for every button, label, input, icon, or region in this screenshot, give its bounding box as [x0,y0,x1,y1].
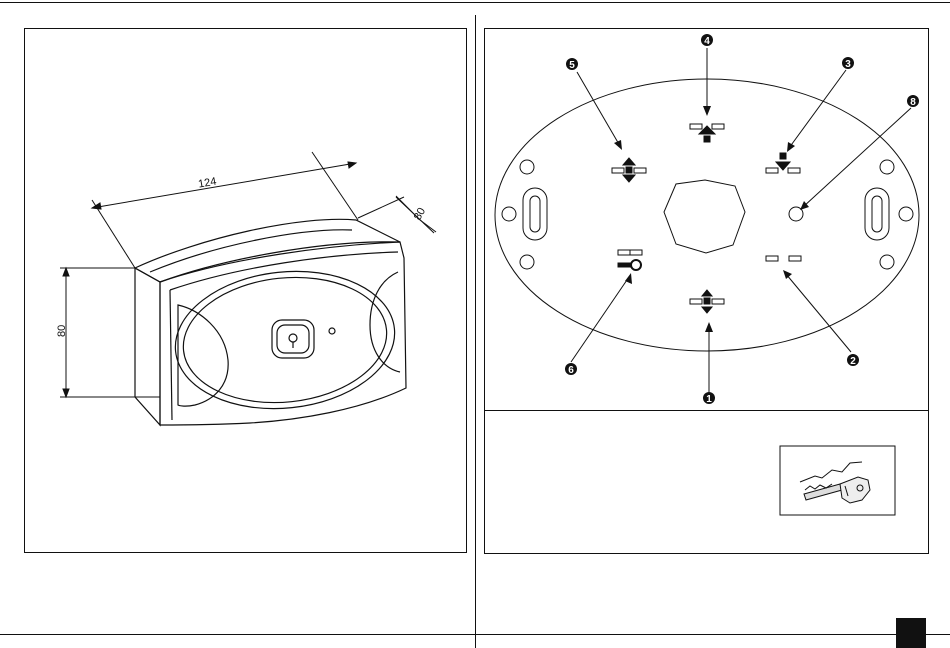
svg-text:3: 3 [845,59,851,70]
arrow-updown-icon [612,158,646,182]
svg-text:5: 5 [569,60,575,71]
key-image-frame [780,446,895,515]
callout-8: 8 [907,95,919,108]
center-cable-hole [664,180,745,253]
svg-text:2: 2 [850,356,856,367]
key-symbol-icon [618,250,642,270]
callout-3: 3 [842,57,854,70]
callout-2: 2 [847,354,859,367]
svg-text:4: 4 [704,36,710,47]
callout-1: 1 [703,392,715,405]
arrow-updown-bottom-icon [690,290,724,313]
svg-text:6: 6 [568,365,574,376]
callout-6: 6 [565,363,577,376]
callout-5: 5 [566,58,578,71]
arrow-down-icon [690,124,724,142]
svg-text:8: 8 [910,97,916,108]
arrow-up-icon [766,153,800,173]
svg-text:1: 1 [706,394,712,405]
callout-4: 4 [701,34,713,47]
